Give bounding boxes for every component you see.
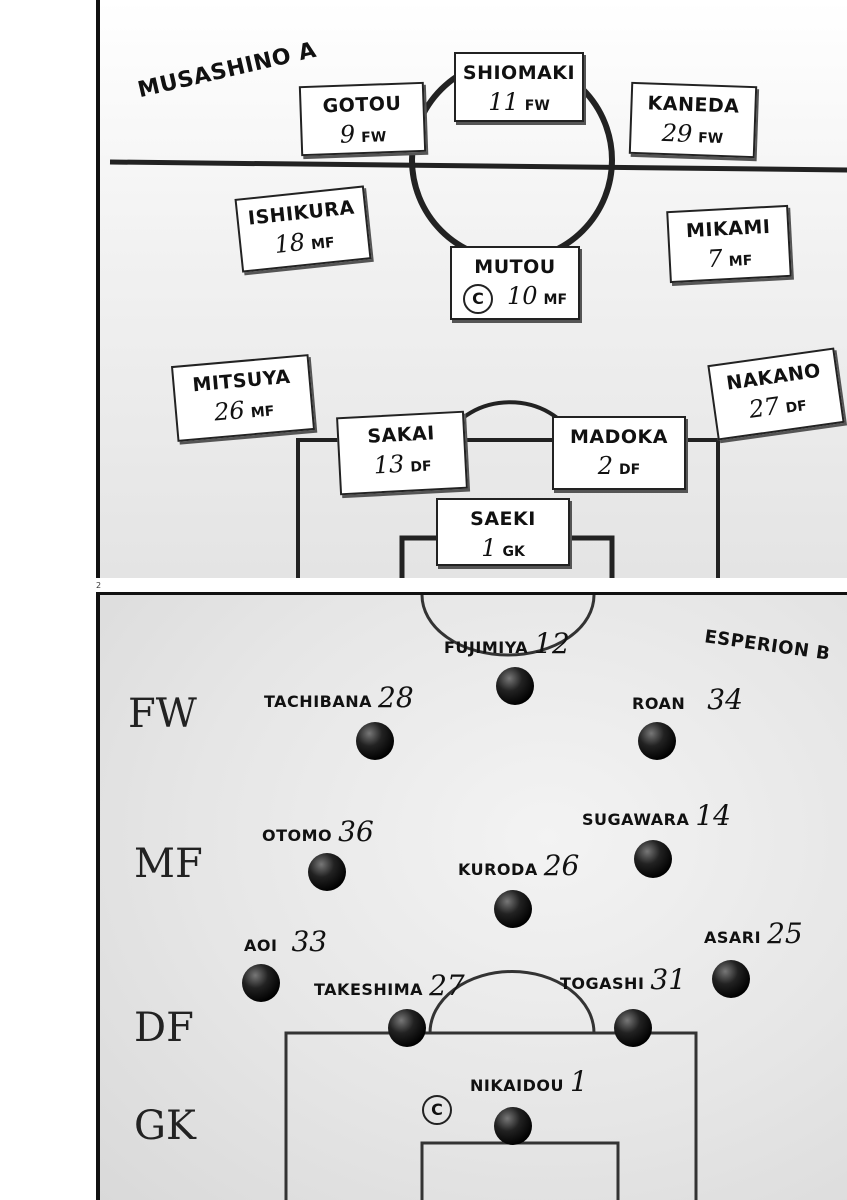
- player-marker: [242, 964, 280, 1002]
- player-marker: [634, 840, 672, 878]
- player-marker: [712, 960, 750, 998]
- row-label-fw: FW: [128, 691, 197, 737]
- player-marker: [308, 853, 346, 891]
- player-marker: [496, 667, 534, 705]
- row-label-gk: GK: [134, 1103, 196, 1149]
- player-marker: [638, 722, 676, 760]
- row-label-df: DF: [134, 1005, 194, 1051]
- player-marker: [494, 1107, 532, 1145]
- page-number: 2: [96, 581, 102, 590]
- captain-icon: C: [462, 284, 493, 314]
- player-marker: [356, 722, 394, 760]
- player-marker: [494, 890, 532, 928]
- captain-icon: C: [422, 1095, 452, 1125]
- row-label-mf: MF: [134, 841, 203, 887]
- player-marker: [388, 1009, 426, 1047]
- player-marker: [614, 1009, 652, 1047]
